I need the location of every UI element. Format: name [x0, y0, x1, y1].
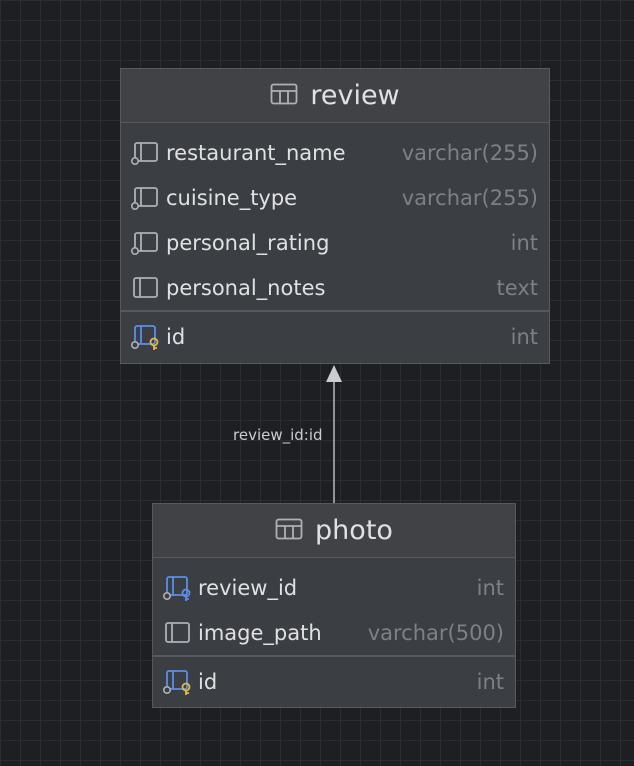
table-header: photo [153, 504, 515, 558]
column-icon [162, 619, 192, 647]
column-row[interactable]: id int [153, 659, 515, 704]
column-name: id [166, 324, 186, 349]
column-type: text [496, 275, 538, 300]
column-row[interactable]: id int [121, 314, 549, 359]
table-icon [275, 517, 303, 545]
primary-key-section: id int [153, 655, 515, 708]
column-name: personal_rating [166, 230, 330, 255]
primary-key-icon [130, 323, 160, 351]
column-row[interactable]: personal_rating int [121, 220, 549, 265]
column-type: varchar(255) [401, 185, 538, 210]
column-name: personal_notes [166, 275, 326, 300]
foreign-key-icon [162, 574, 192, 602]
column-name: cuisine_type [166, 185, 298, 210]
column-type: varchar(500) [367, 620, 504, 645]
primary-key-section: id int [121, 310, 549, 363]
table-title: review [310, 80, 400, 111]
column-name: image_path [198, 620, 322, 645]
column-name: review_id [198, 575, 298, 600]
column-name: id [198, 669, 218, 694]
column-row[interactable]: review_id int [153, 565, 515, 610]
edge-arrowhead [326, 365, 342, 382]
table-header: review [121, 69, 549, 123]
column-not-null-icon [130, 229, 160, 257]
column-row[interactable]: restaurant_name varchar(255) [121, 130, 549, 175]
column-type: varchar(255) [401, 140, 538, 165]
table-icon [270, 82, 298, 110]
column-row[interactable]: cuisine_type varchar(255) [121, 175, 549, 220]
column-type: int [476, 575, 504, 600]
table-photo[interactable]: photo review_id int image_path varchar(5… [152, 503, 516, 708]
column-icon [130, 274, 160, 302]
column-not-null-icon [130, 139, 160, 167]
column-type: int [476, 669, 504, 694]
column-row[interactable]: personal_notes text [121, 265, 549, 310]
column-not-null-icon [130, 184, 160, 212]
column-type: int [510, 230, 538, 255]
primary-key-icon [162, 668, 192, 696]
edge-label: review_id:id [233, 426, 323, 444]
column-name: restaurant_name [166, 140, 346, 165]
table-review[interactable]: review restaurant_name varchar(255) cuis… [120, 68, 550, 364]
column-row[interactable]: image_path varchar(500) [153, 610, 515, 655]
column-type: int [510, 324, 538, 349]
table-title: photo [315, 515, 393, 546]
